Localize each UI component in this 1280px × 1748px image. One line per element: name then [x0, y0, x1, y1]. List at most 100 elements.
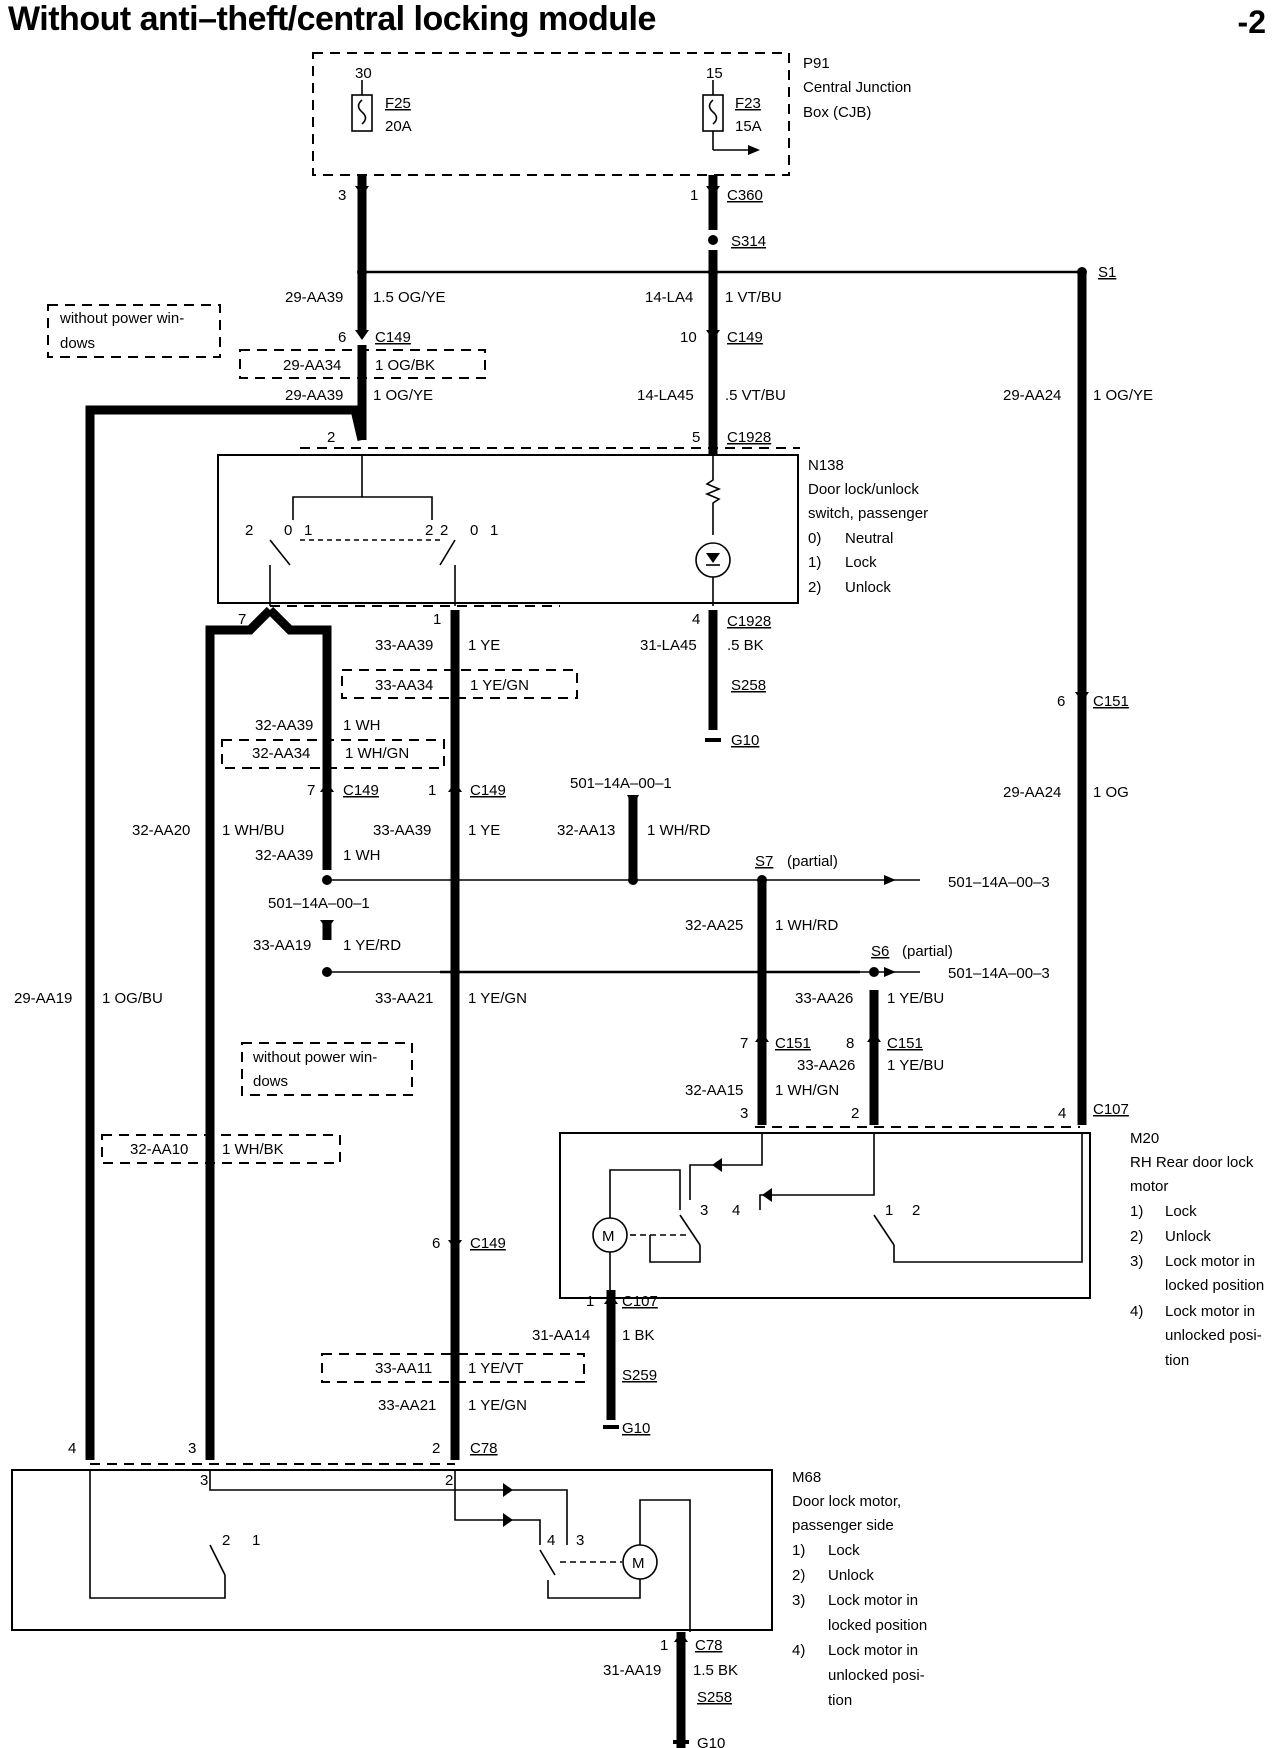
- wire-id: 32-AA39: [255, 717, 313, 734]
- n138-val-1: Lock: [845, 554, 877, 571]
- m20-key-3: 3): [1130, 1253, 1143, 1270]
- pin-15: 15: [706, 65, 723, 82]
- fuse-element-icon: [357, 99, 367, 125]
- splice-dot: [357, 267, 367, 277]
- wire-color: 1 OG/BK: [375, 357, 435, 374]
- pin-number: 4: [68, 1440, 76, 1457]
- connector-c78: C78: [695, 1637, 723, 1654]
- wire-id: 29-AA19: [14, 990, 72, 1007]
- connector-c149: C149: [470, 1235, 506, 1252]
- motor-symbol: M: [632, 1555, 645, 1572]
- pin-number: 6: [432, 1235, 440, 1252]
- p91-junction-box: 30 15 F25 20A F23 15A P91 Central Juncti…: [312, 52, 911, 176]
- wire-labels: 29-AA39 1.5 OG/YE 14-LA4 1 VT/BU 29-AA34…: [14, 289, 1153, 1679]
- n138-label-2: switch, passenger: [808, 505, 928, 522]
- wire-id: 32-AA20: [132, 822, 190, 839]
- n138-label-1: Door lock/unlock: [808, 481, 919, 498]
- connector-c151: C151: [887, 1035, 923, 1052]
- pin-30: 30: [355, 65, 372, 82]
- diode-icon: [712, 1158, 722, 1172]
- wire-color: 1 OG/BU: [102, 990, 163, 1007]
- fuse-f23-label: F23: [735, 95, 761, 112]
- splice-dot: [1077, 267, 1087, 277]
- ground-g10: G10: [697, 1735, 725, 1748]
- connector-arrow-icon: [320, 920, 334, 930]
- wire-color: 1 YE/GN: [468, 1397, 527, 1414]
- wire-id: 33-AA26: [797, 1057, 855, 1074]
- wire-id: 32-AA25: [685, 917, 743, 934]
- wire-id: 33-AA26: [795, 990, 853, 1007]
- pin-number: 2: [851, 1105, 859, 1122]
- wire-id: 33-AA21: [375, 990, 433, 1007]
- diagram-title: Without anti–theft/central locking modul…: [8, 0, 656, 38]
- connector-arrow-icon: [355, 330, 369, 340]
- diode-icon: [762, 1188, 772, 1202]
- ground-g10: G10: [731, 732, 759, 749]
- switch-pin-2c: 2: [440, 522, 448, 539]
- wire-id: 14-LA45: [637, 387, 694, 404]
- note-without-power-windows-2b: dows: [253, 1073, 288, 1090]
- m20-val-4c: tion: [1165, 1352, 1189, 1369]
- m68-val-2: Unlock: [828, 1567, 874, 1584]
- wire-color: 1 WH: [343, 717, 381, 734]
- wire-color: .5 BK: [727, 637, 764, 654]
- diode-icon: [706, 553, 720, 563]
- m68-internal-pin-4: 4: [547, 1532, 555, 1549]
- pin-number: 1: [433, 611, 441, 628]
- wire-color: 1 VT/BU: [725, 289, 782, 306]
- m20-rh-rear-door-lock-motor: M 3 4 1 2 M20 RH Rear door lock motor 1)…: [559, 1126, 1264, 1369]
- wire-id: 31-LA45: [640, 637, 697, 654]
- switch-pin-0a: 0: [284, 522, 292, 539]
- wire-id: 32-AA10: [130, 1141, 188, 1158]
- m20-val-2: Unlock: [1165, 1228, 1211, 1245]
- pin-number: 7: [238, 611, 246, 628]
- splice-dot: [708, 267, 718, 277]
- pin-number: 4: [1058, 1105, 1066, 1122]
- page-number: -2: [1237, 4, 1266, 40]
- ground-icon: [673, 1740, 689, 1744]
- connector-arrow-icon: [320, 782, 334, 792]
- m20-key-2: 2): [1130, 1228, 1143, 1245]
- splice-s258: S258: [697, 1689, 732, 1706]
- connector-arrow-icon: [1075, 692, 1089, 702]
- cross-ref-501-14a-00-1: 501–14A–00–1: [268, 895, 370, 912]
- n138-id: N138: [808, 457, 844, 474]
- m20-val-4a: Lock motor in: [1165, 1303, 1255, 1320]
- m20-val-1: Lock: [1165, 1203, 1197, 1220]
- connector-c78: C78: [470, 1440, 498, 1457]
- fuse-f25-rating: 20A: [385, 118, 412, 135]
- connector-c149: C149: [343, 782, 379, 799]
- wire-color: 1 YE/VT: [468, 1360, 524, 1377]
- splice-dot: [628, 875, 638, 885]
- connector-labels: C360 S314 S1 C149 C149 C1928 C1928 S258 …: [268, 187, 1129, 1748]
- m20-internal-pin-3: 3: [700, 1202, 708, 1219]
- motor-symbol: M: [602, 1228, 615, 1245]
- wire-color: 1.5 OG/YE: [373, 289, 446, 306]
- connector-c1928: C1928: [727, 429, 771, 446]
- wire-color: 1 YE/BU: [887, 1057, 944, 1074]
- splice-s1: S1: [1098, 264, 1116, 281]
- wire-id: 32-AA15: [685, 1082, 743, 1099]
- m68-val-4a: Lock motor in: [828, 1642, 918, 1659]
- wire-color: 1 YE/BU: [887, 990, 944, 1007]
- switch-pin-0b: 0: [470, 522, 478, 539]
- pin-number: 8: [846, 1035, 854, 1052]
- wire-color: 1 WH/BU: [222, 822, 285, 839]
- connector-arrow-icon: [448, 782, 462, 792]
- wire-color: 1 WH/GN: [345, 745, 409, 762]
- m20-label-1: RH Rear door lock: [1130, 1154, 1254, 1171]
- wire-id: 33-AA39: [373, 822, 431, 839]
- wire-id: 33-AA21: [378, 1397, 436, 1414]
- fuse-element-icon: [708, 99, 718, 125]
- n138-key-2: 2): [808, 579, 821, 596]
- cross-ref-501-14a-00-3: 501–14A–00–3: [948, 874, 1050, 891]
- splice-s7-partial: (partial): [787, 853, 838, 870]
- splice-dot: [322, 967, 332, 977]
- note-without-power-windows-1: without power win-: [59, 310, 184, 327]
- wire-id: 33-AA11: [375, 1360, 432, 1377]
- splice-s6-partial: (partial): [902, 943, 953, 960]
- connector-c149: C149: [727, 329, 763, 346]
- wire-color: 1 YE/GN: [470, 677, 529, 694]
- splice-s6: S6: [871, 943, 889, 960]
